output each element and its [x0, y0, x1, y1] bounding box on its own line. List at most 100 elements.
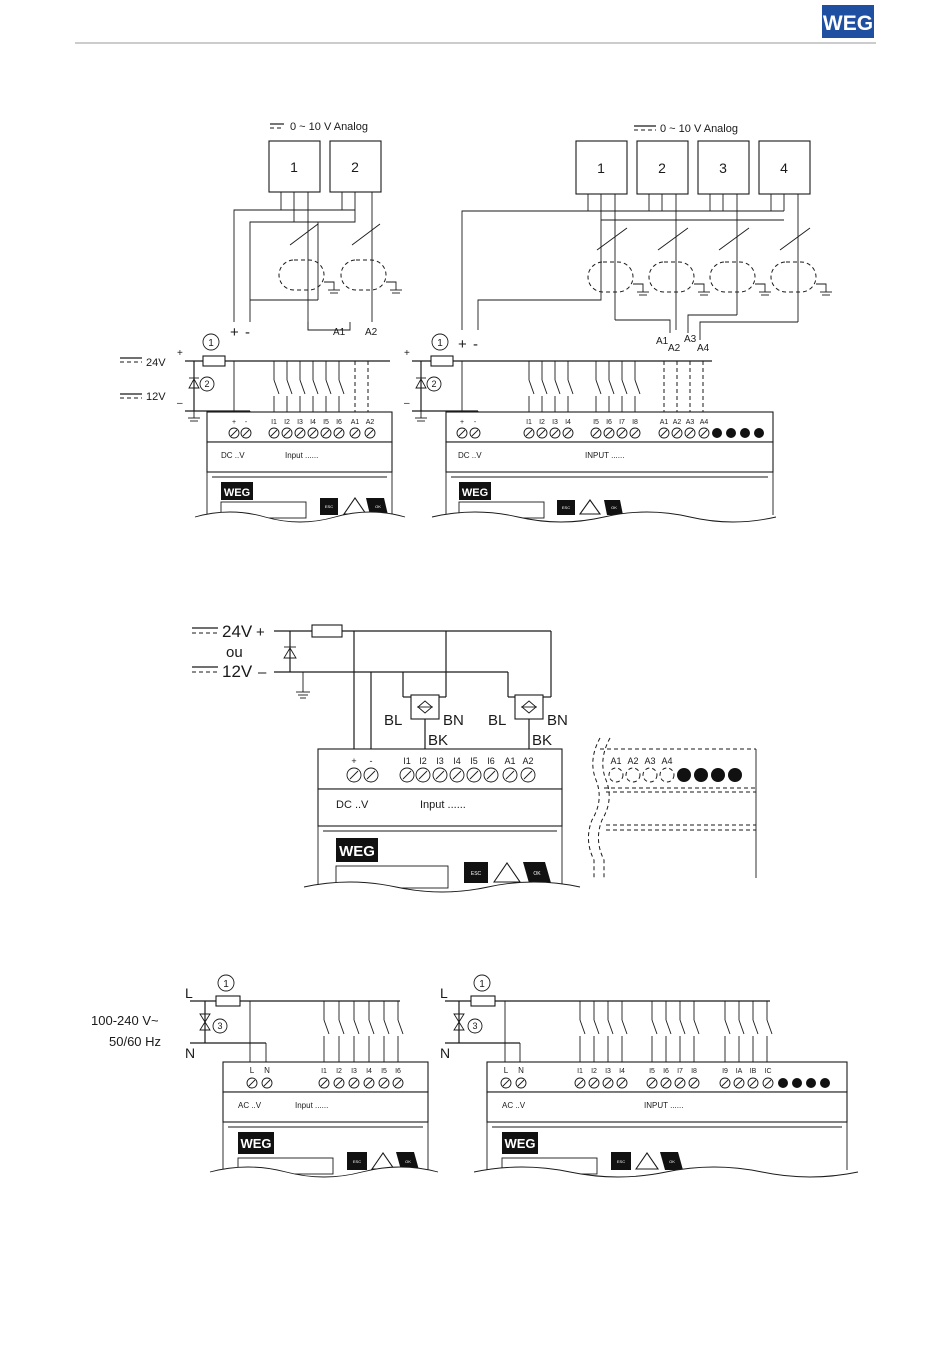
ok-key-label: OK [669, 1159, 675, 1164]
supply-minus-label: - [245, 324, 250, 341]
screw-terminals [228, 427, 376, 439]
analog-terminal-label: A2 [365, 327, 378, 338]
fuse-symbol [202, 355, 226, 367]
device-logo-text: WEG [339, 843, 375, 860]
terminal-label: A4 [661, 756, 672, 766]
diode-number: 2 [431, 379, 436, 389]
minus-sign: – [258, 664, 267, 681]
terminal-label: I2 [284, 419, 290, 426]
terminal-label: I6 [487, 756, 495, 766]
up-key-icon [342, 497, 368, 515]
device-logo [336, 838, 378, 862]
plus-sign: + [404, 348, 410, 359]
terminal-label: I8 [691, 1068, 697, 1075]
terminal-label: I5 [649, 1068, 655, 1075]
controller-label-strip [317, 788, 563, 827]
terminal-label: I7 [619, 419, 625, 426]
terminal-label: I4 [565, 419, 571, 426]
terminal-label: N [518, 1066, 524, 1075]
voltage-12-label: 12V [146, 391, 166, 403]
voltage-24-label: 24V [222, 622, 253, 641]
ac-label: AC ..V [502, 1101, 526, 1110]
input-label: INPUT ...... [644, 1101, 683, 1110]
terminal-label: I3 [297, 419, 303, 426]
voltage-24-label: 24V [146, 357, 166, 369]
esc-key-label: ESC [353, 1159, 361, 1164]
weg-logo [822, 5, 874, 38]
blank-terminals [712, 428, 764, 438]
terminal-label: A1 [610, 756, 621, 766]
ok-key-icon [396, 1152, 419, 1170]
controller-terminal-strip [445, 411, 774, 443]
analog-terminal-label: A1 [333, 327, 346, 338]
terminal-label: IA [736, 1068, 743, 1075]
supply-n-label: N [440, 1045, 450, 1061]
up-key-icon [634, 1152, 660, 1170]
controller-label-strip [222, 1091, 429, 1123]
wire-bk-label: BK [428, 732, 448, 749]
up-key-icon [492, 862, 522, 883]
analog-terminal-label: A3 [684, 334, 697, 345]
supply-freq-label: 50/60 Hz [109, 1034, 161, 1049]
up-key-icon [370, 1152, 396, 1170]
terminal-label: A2 [366, 419, 375, 426]
terminal-label: I3 [436, 756, 444, 766]
terminal-label: - [245, 419, 248, 426]
sensor-label: 4 [780, 160, 788, 176]
wire-bl-label: BL [488, 712, 506, 729]
device-logo [238, 1132, 274, 1154]
fig1-left-diagram: 0 ~ 10 V Analog 1 2 + - A1 [120, 121, 406, 530]
device-logo-text: WEG [462, 487, 488, 499]
controller-label-strip [486, 1091, 848, 1123]
analog-terminal-label: A1 [656, 336, 669, 347]
wire-bn-label: BN [547, 712, 568, 729]
analog-terminal-label: A2 [668, 343, 681, 354]
ou-label: ou [226, 644, 243, 661]
wire-bl-label: BL [384, 712, 402, 729]
ok-key-icon [604, 500, 623, 515]
ac-label: AC ..V [238, 1101, 262, 1110]
terminal-label: I6 [606, 419, 612, 426]
sensor-label: 2 [658, 160, 666, 176]
ok-key-icon [366, 498, 388, 515]
device-logo-text: WEG [240, 1136, 271, 1151]
terminal-label: IB [750, 1068, 757, 1075]
sensor-box [636, 140, 689, 195]
device-logo [459, 482, 491, 500]
fig1-right-diagram: 0 ~ 10 V Analog 1 2 3 4 [404, 123, 832, 532]
esc-key-label: ESC [325, 504, 333, 509]
screw-terminals [246, 1077, 404, 1089]
dc-label: DC ..V [336, 799, 369, 811]
terminal-label: A2 [673, 419, 682, 426]
up-key-icon [578, 499, 602, 515]
fuse-number: 1 [437, 338, 443, 349]
varistor-number: 3 [472, 1021, 477, 1031]
supply-plus-label: + [458, 336, 467, 353]
controller-terminal-strip [206, 411, 393, 443]
blank-terminals [778, 1078, 830, 1088]
terminal-label: I6 [663, 1068, 669, 1075]
controller-terminal-strip [317, 748, 563, 790]
screw-terminals [346, 767, 536, 783]
device-logo [502, 1132, 538, 1154]
terminal-label: - [370, 756, 373, 766]
input-label: Input ...... [285, 451, 318, 460]
terminal-label: + [460, 419, 464, 426]
terminal-label: I3 [552, 419, 558, 426]
terminal-label: A4 [700, 419, 709, 426]
sensor-box [268, 140, 321, 193]
terminal-label: I2 [419, 756, 427, 766]
terminal-label: A1 [660, 419, 669, 426]
plus-sign: + [256, 624, 265, 641]
terminal-label: N [264, 1066, 270, 1075]
terminal-label: A3 [686, 419, 695, 426]
terminal-label: I5 [593, 419, 599, 426]
fig3-diagram: 100-240 V~ 50/60 Hz L N 1 3 L N I1 [91, 974, 859, 1186]
sensor-label: 2 [351, 159, 359, 175]
input-label: INPUT ...... [585, 451, 624, 460]
terminal-label: I1 [403, 756, 411, 766]
terminal-label: I4 [366, 1068, 372, 1075]
screw-terminals [500, 1077, 774, 1089]
wire-bk-label: BK [532, 732, 552, 749]
fuse-symbol [311, 624, 343, 638]
